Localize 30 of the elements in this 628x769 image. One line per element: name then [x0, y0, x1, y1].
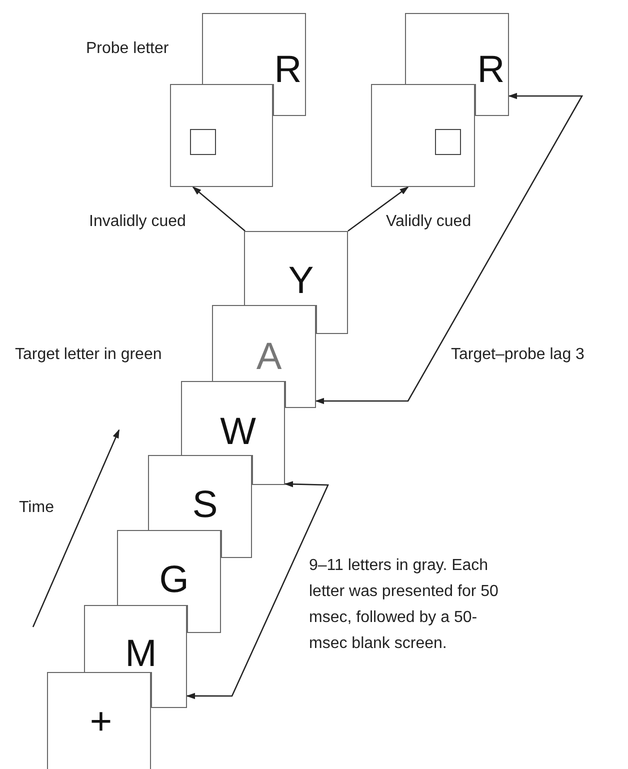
screen-frame [212, 305, 316, 381]
edge-label: Validly cued [386, 212, 472, 232]
stimulus-letter: R [477, 54, 505, 86]
arrow [192, 186, 246, 232]
annotation-label: Time [19, 498, 54, 518]
annotation-label: Target letter in green [15, 345, 162, 364]
arrow [186, 481, 329, 700]
screen-frame [244, 231, 348, 305]
screen-frame [148, 455, 252, 530]
stimulus-letter: R [274, 54, 302, 86]
screen-frame [405, 13, 509, 84]
stimulus-letter: S [192, 490, 218, 520]
screen-frame [202, 13, 306, 84]
screen-frame [371, 84, 475, 187]
stimulus-letter: Y [288, 266, 314, 296]
screen-frame [47, 672, 151, 769]
stimulus-letter: M [125, 638, 157, 670]
arrow [315, 92, 584, 404]
screen-frame [117, 530, 221, 605]
stimulus-letter: + [90, 706, 112, 738]
stimulus-letter: G [159, 564, 189, 596]
stimulus-letter: W [220, 416, 256, 448]
screen-frame [84, 605, 187, 672]
annotation-label: Probe letter [86, 39, 169, 58]
edge-label: Invalidly cued [89, 212, 186, 232]
screen-frame [170, 84, 273, 187]
edge-label: Target–probe lag 3 [451, 345, 584, 364]
stimulus-letter: A [256, 342, 282, 372]
arrow [348, 186, 409, 232]
screen-frame [181, 381, 285, 455]
